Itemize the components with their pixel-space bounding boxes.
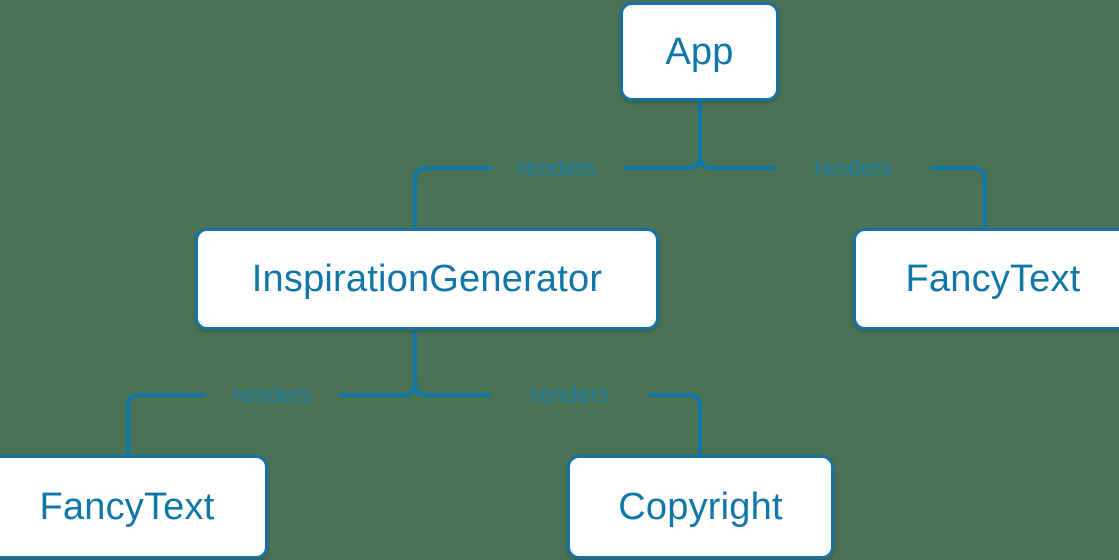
node-copyright[interactable]: Copyright (567, 455, 834, 559)
edge-label-app-to-fancytext-right: renders (814, 154, 892, 181)
edge-inspgen-split-left (339, 381, 417, 397)
edge-app-split-left (624, 154, 702, 170)
edge-app-to-inspgen (413, 166, 492, 230)
edge-label-app-to-inspiration-generator: renders (518, 154, 596, 181)
node-fancytext-right-label: FancyText (905, 258, 1081, 300)
edge-app-to-fancytext-right (930, 166, 987, 230)
node-fancytext-bottom[interactable]: FancyText (0, 455, 268, 559)
node-fancytext-bottom-label: FancyText (39, 486, 215, 528)
node-app-label: App (665, 30, 734, 73)
node-copyright-label: Copyright (618, 486, 783, 528)
edge-label-inspiration-generator-to-fancytext-bottom: renders (233, 381, 311, 408)
edge-label-inspiration-generator-to-copyright: renders (531, 381, 609, 408)
node-fancytext-right[interactable]: FancyText (853, 228, 1119, 330)
node-inspiration-generator[interactable]: InspirationGenerator (195, 228, 659, 330)
edge-app-split-right (698, 154, 776, 170)
node-app[interactable]: App (620, 2, 779, 101)
edge-inspgen-split-right (413, 381, 491, 397)
edge-inspgen-to-fancytext-bottom (126, 393, 206, 457)
node-inspiration-generator-label: InspirationGenerator (251, 258, 603, 300)
edge-inspgen-to-copyright (649, 393, 702, 457)
